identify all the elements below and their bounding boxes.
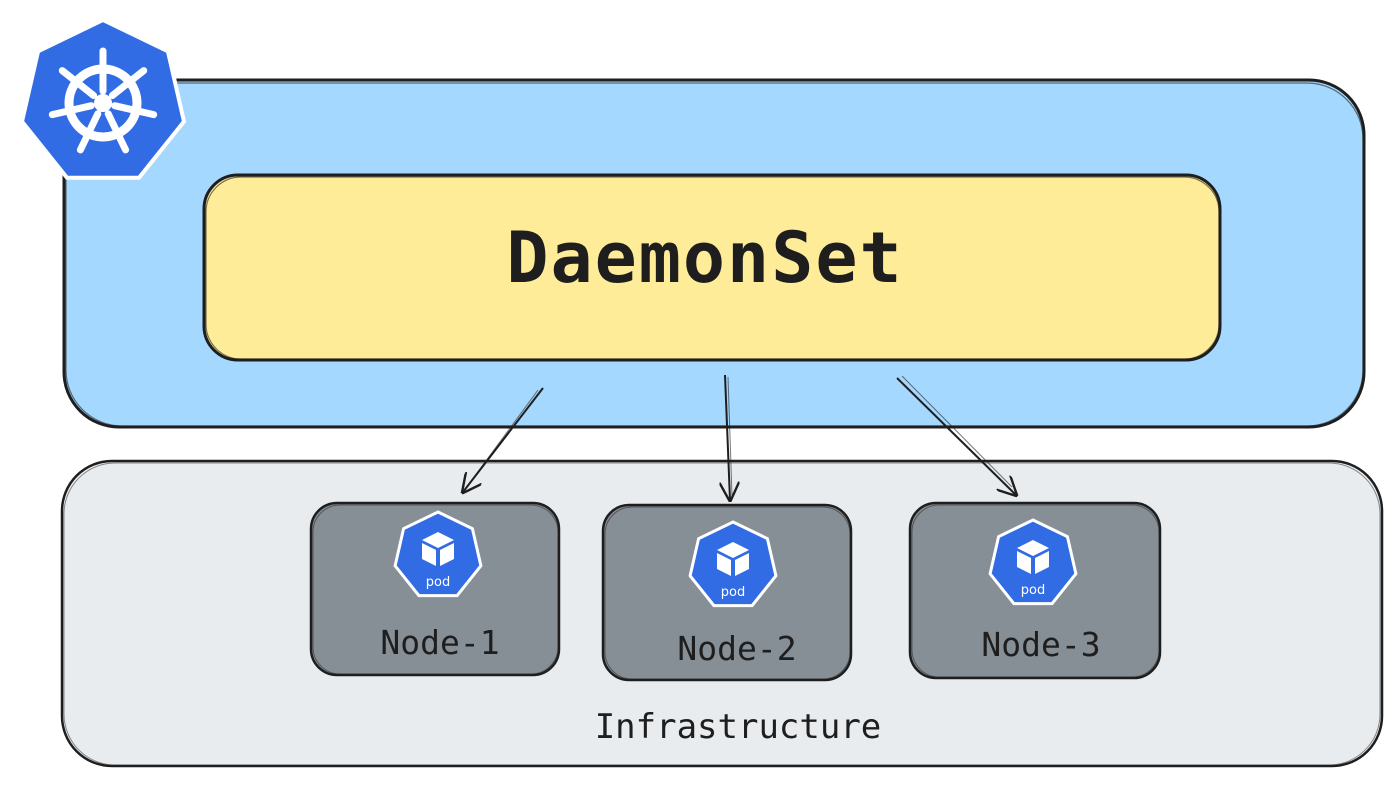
pod-icon: pod bbox=[393, 510, 483, 598]
kubernetes-logo-icon bbox=[19, 17, 187, 180]
pod-icon: pod bbox=[688, 520, 778, 608]
daemonset-box: DaemonSet bbox=[202, 173, 1222, 362]
pod-icon: pod bbox=[988, 518, 1078, 606]
node-1: pod Node-1 bbox=[309, 501, 561, 677]
arrows bbox=[463, 374, 1016, 500]
node-2: pod Node-2 bbox=[601, 503, 853, 682]
arrow-to-node-2 bbox=[725, 374, 730, 500]
node-3: pod Node-3 bbox=[908, 501, 1162, 680]
pod-label: pod bbox=[1021, 583, 1045, 598]
arrow-to-node-3 bbox=[896, 377, 1016, 495]
infrastructure-label: Infrastructure bbox=[595, 707, 882, 747]
node-label: Node-3 bbox=[981, 625, 1100, 664]
node-label: Node-1 bbox=[380, 623, 499, 662]
pod-label: pod bbox=[426, 575, 450, 590]
daemonset-title: DaemonSet bbox=[506, 217, 903, 299]
pod-label: pod bbox=[721, 585, 745, 600]
node-label: Node-2 bbox=[677, 629, 796, 668]
